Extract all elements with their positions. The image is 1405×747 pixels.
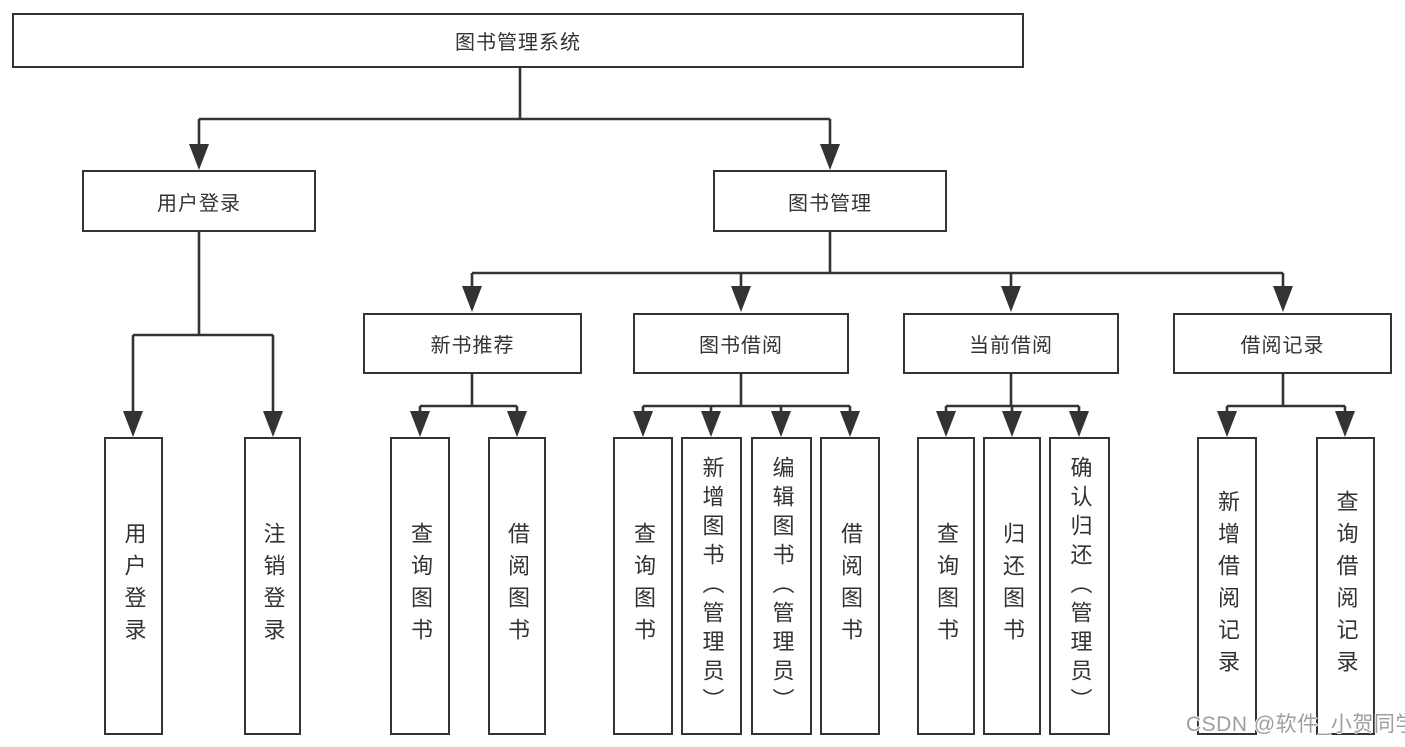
connector-current-split [944,374,1081,415]
leaf-label: 确认归还（管理员） [1067,455,1093,717]
leaf-label: 查询借阅记录 [1333,490,1359,682]
leaf-query-books-current: 查询图书 [917,437,975,735]
leaf-add-books-admin: 新增图书（管理员） [681,437,742,735]
node-book-borrowing: 图书借阅 [633,313,849,374]
leaf-label: 编辑图书（管理员） [769,455,795,717]
leaf-user-login: 用户登录 [104,437,163,735]
node-borrowing-records: 借阅记录 [1173,313,1392,374]
leaf-label: 查询图书 [408,522,433,650]
arrowheads [123,144,1355,437]
node-user-login: 用户登录 [82,170,316,232]
node-label: 图书借阅 [699,335,783,357]
csdn-watermark: CSDN @软件_小贺同学 [1186,713,1405,736]
node-label: 用户登录 [157,192,241,215]
node-label: 新书推荐 [430,335,515,357]
connector-root-split [197,68,832,148]
node-new-book-recommend: 新书推荐 [363,313,582,374]
leaf-label: 注销登录 [260,522,286,650]
leaf-logout-login: 注销登录 [244,437,301,735]
node-label: 当前借阅 [969,335,1053,357]
leaf-label: 新增借阅记录 [1215,490,1240,682]
node-label: 图书管理 [788,192,872,215]
node-library-management-system: 图书管理系统 [12,13,1024,68]
connector-new-book-split [418,374,519,415]
connector-book-mgmt-split [470,232,1285,290]
leaf-query-books-recommend: 查询图书 [390,437,450,735]
leaf-label: 用户登录 [121,522,147,650]
leaf-label: 借阅图书 [838,522,863,650]
connector-user-login-split [131,232,275,415]
node-book-management: 图书管理 [713,170,947,232]
leaf-label: 查询图书 [631,522,656,650]
leaf-query-borrow-record: 查询借阅记录 [1316,437,1375,735]
connector-borrowing-split [641,374,852,415]
leaf-return-books: 归还图书 [983,437,1041,735]
node-current-borrowing: 当前借阅 [903,313,1119,374]
leaf-label: 查询图书 [934,522,959,650]
leaf-edit-books-admin: 编辑图书（管理员） [751,437,812,735]
leaf-borrow-books-recommend: 借阅图书 [488,437,546,735]
connector-records-split [1225,374,1347,415]
leaf-label: 归还图书 [1000,522,1025,650]
leaf-label: 新增图书（管理员） [699,455,725,717]
leaf-add-borrow-record: 新增借阅记录 [1197,437,1257,735]
leaf-confirm-return-admin: 确认归还（管理员） [1049,437,1110,735]
leaf-borrow-books: 借阅图书 [820,437,880,735]
node-label: 借阅记录 [1240,335,1325,357]
node-label: 图书管理系统 [455,32,581,54]
leaf-label: 借阅图书 [505,522,530,650]
leaf-query-books-borrowing: 查询图书 [613,437,673,735]
